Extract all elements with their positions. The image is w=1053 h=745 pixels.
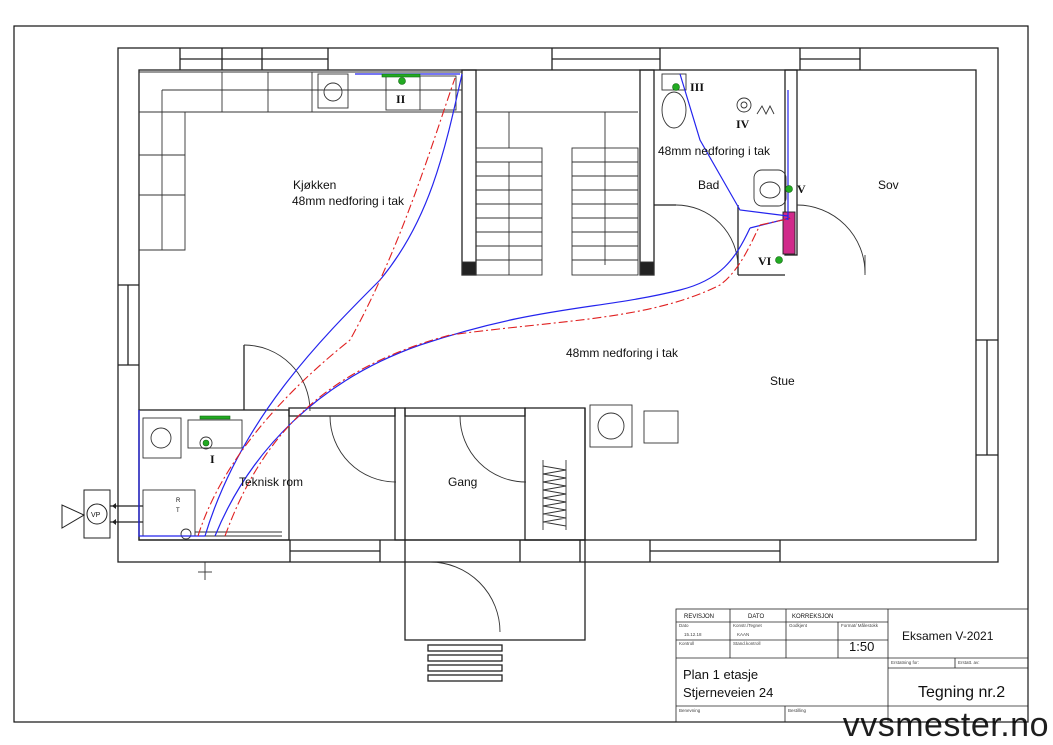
doors xyxy=(243,204,866,633)
tb-col-correction: KORREKSJON xyxy=(792,614,833,620)
tb-bestilling-label: Bestilling xyxy=(788,708,807,713)
living-label: Stue xyxy=(770,374,795,388)
tb-erstatt-label: Erstatt. av: xyxy=(958,660,980,665)
technical-room-fixtures xyxy=(142,417,282,580)
tb-godkj-label: Godkjent xyxy=(789,623,808,628)
title-block xyxy=(675,608,1029,723)
hot-water-pipes xyxy=(197,77,793,537)
tb-scale: 1:50 xyxy=(849,639,874,654)
fixture-label-ii: II xyxy=(396,92,406,106)
tb-dato-value: 15.12.18 xyxy=(684,632,702,637)
tb-dato-label: Dato xyxy=(679,623,689,628)
boiler-t-label: T xyxy=(176,508,180,514)
hall-label: Gang xyxy=(448,475,477,489)
tb-col-revision: REVISJON xyxy=(684,614,714,620)
boiler-r-label: R xyxy=(176,498,181,504)
furniture xyxy=(542,404,679,530)
tb-stand-label: Stand.kontroll xyxy=(733,641,761,646)
tb-plan: Plan 1 etasje xyxy=(683,667,758,682)
tb-benevning-label: Benevning xyxy=(679,708,701,713)
kitchen-counter xyxy=(139,71,463,251)
living-ceiling-note: 48mm nedforing i tak xyxy=(566,346,679,360)
bedroom-label: Sov xyxy=(878,178,899,192)
fixture-label-vi: VI xyxy=(758,254,772,268)
fittings xyxy=(199,73,793,447)
bath-label: Bad xyxy=(698,178,719,192)
tb-address: Stjerneveien 24 xyxy=(683,685,773,700)
tb-konstr-label: Konstr./Tegnet xyxy=(733,623,763,628)
kitchen-ceiling-note: 48mm nedforing i tak xyxy=(292,194,405,208)
kitchen-label: Kjøkken xyxy=(293,178,336,192)
watermark: vvsmester.no xyxy=(842,706,1049,744)
staircases xyxy=(461,111,655,276)
tb-format-label: Format/ Målestokk xyxy=(841,622,879,628)
tb-kontroll-label: Kontroll xyxy=(679,641,694,646)
bath-ceiling-note: 48mm nedforing i tak xyxy=(658,144,771,158)
fixture-label-i: I xyxy=(210,452,215,466)
tb-exam: Eksamen V-2021 xyxy=(902,629,994,643)
fixture-label-iii: III xyxy=(690,80,704,94)
tb-erstatning-label: Erstatning for: xyxy=(891,660,919,665)
tb-konstr-value: KAAN xyxy=(737,632,749,637)
sheet-frame xyxy=(13,25,1029,723)
tb-col-date: DATO xyxy=(748,614,764,620)
fixture-label-v: V xyxy=(797,182,806,196)
walls xyxy=(117,47,999,682)
technical-room-label: Teknisk rom xyxy=(239,475,303,489)
bathroom-fixtures xyxy=(661,73,796,255)
heat-pump-label: VP xyxy=(91,512,101,519)
fixture-label-iv: IV xyxy=(736,117,750,131)
tb-drawing-number: Tegning nr.2 xyxy=(918,684,1005,701)
heat-pump xyxy=(61,489,143,539)
